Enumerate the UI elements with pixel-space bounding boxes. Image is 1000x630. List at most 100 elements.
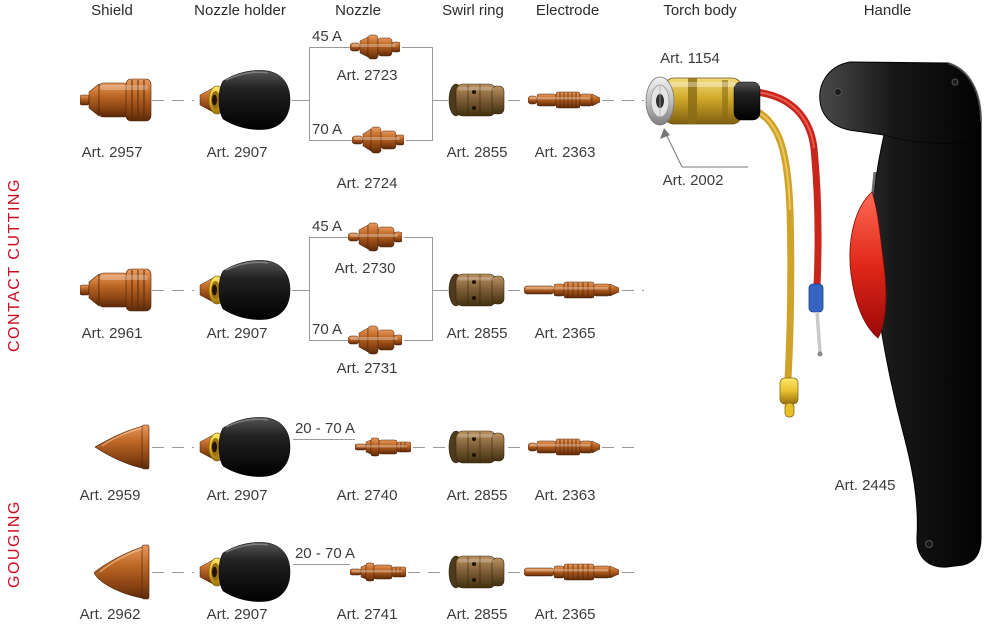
fork-branch-bottom-right [404, 340, 432, 342]
shield-image [93, 544, 150, 600]
amp-rating-label: 70 A [311, 121, 343, 138]
nozzle-image [350, 562, 406, 582]
connector-line [508, 447, 526, 449]
nozzle-image [348, 222, 402, 252]
swirl-ring-image [448, 555, 505, 589]
leader-arrowhead [660, 128, 670, 139]
connector-line [508, 572, 522, 574]
connector-line [602, 100, 644, 102]
fork-bracket-left [309, 237, 311, 341]
amp-rating-label: 20 - 70 A [294, 420, 356, 437]
shield-image [80, 268, 152, 312]
nozzle-image [350, 34, 400, 60]
art-number: Art. 2363 [534, 487, 596, 504]
art-number: Art. 2855 [446, 606, 508, 623]
amp-rating-label: 70 A [311, 321, 343, 338]
art-number: Art. 2907 [206, 487, 268, 504]
amp-underline [293, 439, 355, 441]
nozzle-image [355, 437, 411, 457]
connector-line [292, 290, 309, 292]
connector-line [622, 572, 638, 574]
nozzle-image [348, 325, 402, 355]
art-number: Art. 2959 [79, 487, 141, 504]
column-header-swirl-ring: Swirl ring [442, 2, 504, 19]
fork-branch-bottom-right [406, 140, 432, 142]
torch-body-image [645, 76, 824, 418]
art-number: Art. 2957 [81, 144, 143, 161]
amp-rating-label: 45 A [311, 218, 343, 235]
fork-branch-top [309, 47, 350, 49]
art-number: Art. 2907 [206, 325, 268, 342]
section-label-contact-cutting: CONTACT CUTTING [6, 178, 23, 352]
electrode-image [528, 438, 600, 456]
fork-bracket-left [309, 47, 311, 141]
connector-line [602, 447, 634, 449]
electrode-image [524, 281, 619, 299]
art-number: Art. 2365 [534, 325, 596, 342]
trigger [849, 191, 887, 339]
art-number: Art. 2730 [334, 260, 396, 277]
nozzle-holder-image [199, 417, 291, 477]
swirl-ring-image [448, 83, 505, 117]
art-number: Art. 2723 [336, 67, 398, 84]
fork-bracket-right [432, 237, 434, 341]
fork-branch-top [309, 237, 348, 239]
art-number: Art. 1154 [660, 50, 720, 67]
nozzle-holder-image [199, 260, 291, 320]
screw [951, 78, 959, 86]
connector-line [413, 447, 446, 449]
swirl-ring-image [448, 430, 505, 464]
shield-image [80, 78, 152, 122]
fork-branch-top-right [402, 47, 432, 49]
blue-connector [808, 283, 824, 313]
connector-line [152, 572, 194, 574]
art-number: Art. 2741 [336, 606, 398, 623]
column-header-electrode: Electrode [535, 2, 600, 19]
column-header-shield: Shield [91, 2, 133, 19]
connector-line [432, 100, 448, 102]
connector-line [152, 447, 194, 449]
shield-image [94, 424, 150, 470]
art-number: Art. 2961 [81, 325, 143, 342]
connector-line [508, 290, 522, 292]
art-number: Art. 2365 [534, 606, 596, 623]
art-number: Art. 2731 [336, 360, 398, 377]
nozzle-image [352, 126, 404, 154]
art-number: Art. 2740 [336, 487, 398, 504]
art-number: Art. 2445 [834, 477, 896, 494]
art-number: Art. 2962 [79, 606, 141, 623]
art-number: Art. 2855 [446, 144, 508, 161]
swirl-ring-image [448, 273, 505, 307]
column-header-nozzle: Nozzle [335, 2, 381, 19]
handle-image [819, 61, 982, 568]
connector-line [408, 572, 446, 574]
column-header-torch-body: Torch body [663, 2, 737, 19]
yellow-connector [779, 377, 799, 405]
section-label-gouging: GOUGING [6, 500, 23, 588]
connector-line [508, 100, 526, 102]
connector-line [432, 290, 448, 292]
fork-branch-bottom [309, 340, 348, 342]
art-number: Art. 2907 [206, 606, 268, 623]
nozzle-holder-image [199, 70, 291, 130]
screw [834, 88, 842, 96]
art-number: Art. 2855 [446, 325, 508, 342]
column-header-nozzle-holder: Nozzle holder [194, 2, 286, 19]
column-header-handle: Handle [863, 2, 912, 19]
connector-line [152, 100, 194, 102]
fork-branch-bottom [309, 140, 352, 142]
art-number: Art. 2907 [206, 144, 268, 161]
art-number: Art. 2002 [662, 172, 724, 189]
amp-rating-label: 45 A [311, 28, 343, 45]
art-number: Art. 2724 [336, 175, 398, 192]
connector-line [292, 100, 309, 102]
amp-rating-label: 20 - 70 A [294, 545, 356, 562]
electrode-image [524, 563, 619, 581]
art-number: Art. 2855 [446, 487, 508, 504]
screw [925, 540, 933, 548]
fork-bracket-right [432, 47, 434, 141]
connector-line [622, 290, 644, 292]
amp-underline [293, 564, 350, 566]
fork-branch-top-right [404, 237, 432, 239]
